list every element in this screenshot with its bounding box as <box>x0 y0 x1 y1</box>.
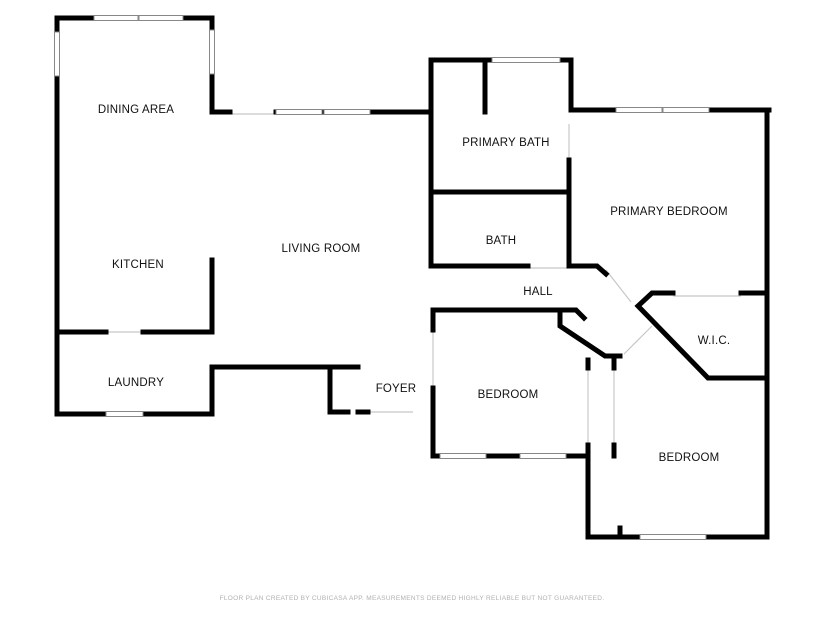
window <box>209 29 215 75</box>
window <box>662 107 710 113</box>
label-living-room: LIVING ROOM <box>282 243 361 255</box>
opening-lines <box>106 113 741 445</box>
window <box>93 15 139 21</box>
walls <box>54 15 772 540</box>
label-bedroom-2: BEDROOM <box>659 452 720 464</box>
window <box>105 411 144 417</box>
label-dining-area: DINING AREA <box>98 104 174 116</box>
window <box>491 57 561 63</box>
window <box>439 453 487 459</box>
label-bedroom: BEDROOM <box>478 389 539 401</box>
window <box>138 15 184 21</box>
footer-disclaimer: FLOOR PLAN CREATED BY CUBICASA APP. MEAS… <box>220 595 605 602</box>
label-foyer: FOYER <box>376 383 417 395</box>
window <box>639 534 707 540</box>
window <box>275 109 323 115</box>
label-kitchen: KITCHEN <box>112 259 164 271</box>
room-labels: DINING AREA KITCHEN LAUNDRY LIVING ROOM … <box>98 104 730 464</box>
window <box>323 109 371 115</box>
window <box>519 453 567 459</box>
label-hall: HALL <box>523 286 553 298</box>
label-laundry: LAUNDRY <box>108 377 164 389</box>
windows <box>54 15 710 540</box>
label-primary-bath: PRIMARY BATH <box>462 137 549 149</box>
label-primary-bedroom: PRIMARY BEDROOM <box>610 206 728 218</box>
label-bath: BATH <box>486 235 517 247</box>
window <box>615 107 663 113</box>
label-wic: W.I.C. <box>698 335 731 347</box>
window <box>54 31 60 77</box>
